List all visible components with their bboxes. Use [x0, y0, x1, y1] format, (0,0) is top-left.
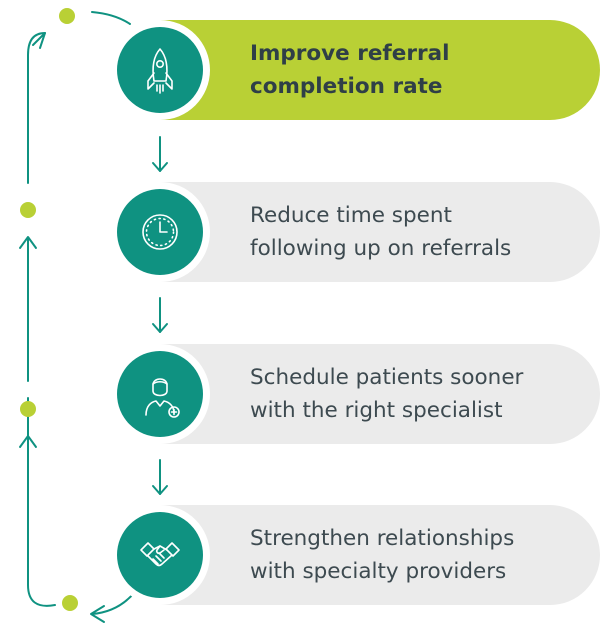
left-arrow-head-bottom [90, 605, 105, 623]
loop-top-curve [91, 11, 131, 25]
loop-dot-middle [20, 401, 36, 417]
loop-dot-upper [20, 202, 36, 218]
step-arrow-2 [150, 296, 170, 336]
loop-segment-upper [27, 32, 46, 184]
step-2-line-2: following up on referrals [250, 236, 512, 261]
step-4-badge [110, 505, 210, 605]
step-1-badge [110, 20, 210, 120]
step-4-icon-circle [117, 512, 203, 598]
step-1-line-1: Improve referral [250, 41, 450, 66]
step-1-icon-circle [117, 27, 203, 113]
loop-dot-top [59, 8, 75, 24]
clock-icon [142, 214, 178, 250]
step-3-card: Schedule patients sooner with the right … [160, 344, 600, 444]
up-arrow-head-lower [19, 435, 37, 448]
step-4-line-1: Strengthen relationships [250, 526, 515, 551]
step-arrow-1 [150, 135, 170, 175]
up-arrow-head-middle [19, 236, 37, 249]
step-2-line-1: Reduce time spent [250, 203, 452, 228]
loop-bottom-curve [27, 397, 56, 607]
step-4-text: Strengthen relationships with specialty … [250, 522, 580, 588]
handshake-icon [140, 542, 180, 567]
step-2-icon-circle [117, 189, 203, 275]
step-2-badge [110, 182, 210, 282]
step-3-line-1: Schedule patients sooner [250, 365, 524, 390]
doctor-icon [145, 378, 180, 418]
step-4-card: Strengthen relationships with specialty … [160, 505, 600, 605]
rocket-icon [147, 48, 173, 94]
step-3-line-2: with the right specialist [250, 398, 503, 423]
step-1-card: Improve referral completion rate [160, 20, 600, 120]
step-1-line-2: completion rate [250, 74, 443, 99]
step-2-card: Reduce time spent following up on referr… [160, 182, 600, 282]
step-2-text: Reduce time spent following up on referr… [250, 199, 580, 265]
step-arrow-3 [150, 458, 170, 498]
loop-dot-bottom [62, 595, 78, 611]
up-arrow-head-upper [32, 32, 46, 49]
step-3-text: Schedule patients sooner with the right … [250, 361, 580, 427]
step-4-line-2: with specialty providers [250, 559, 507, 584]
step-3-badge [110, 344, 210, 444]
step-1-text: Improve referral completion rate [250, 37, 580, 103]
step-3-icon-circle [117, 351, 203, 437]
